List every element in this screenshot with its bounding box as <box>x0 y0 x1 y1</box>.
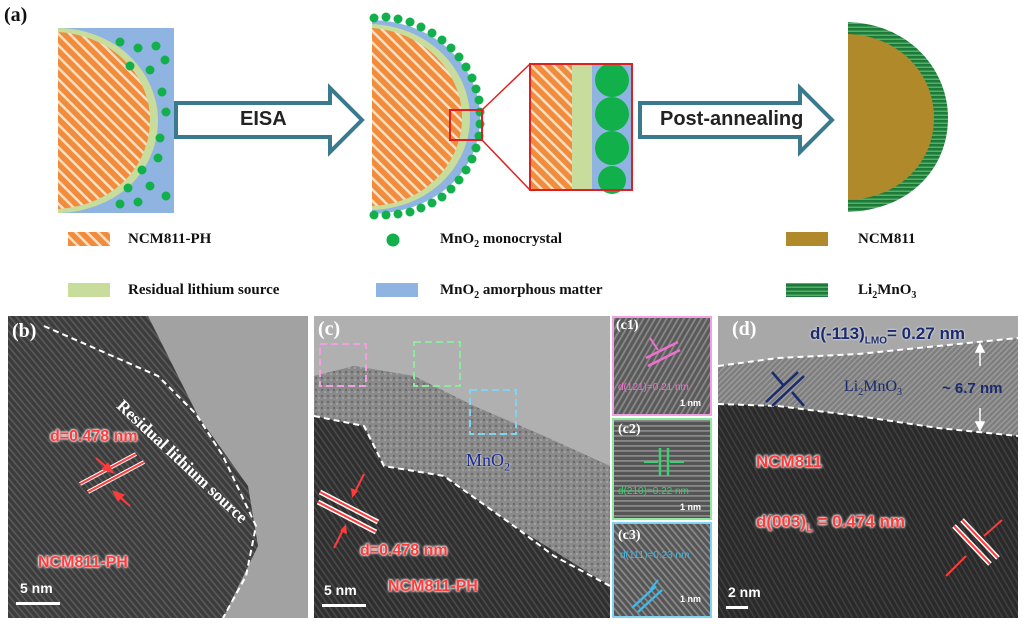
c3-region-box <box>469 389 517 435</box>
lattice-marker-lmo <box>765 371 805 407</box>
legend-residual-swatch <box>68 283 110 297</box>
tem-image-b <box>8 316 308 618</box>
pristine-particle <box>58 28 174 213</box>
inset-c1-image <box>614 318 710 414</box>
c1-label: (c1) <box>616 318 639 333</box>
panel-c-label: (c) <box>318 318 341 340</box>
inset-c2: (c2) d(210)=0.22 nm 1 nm <box>612 418 712 520</box>
material-c: NCM811-PH <box>388 578 478 595</box>
mno2-label-c: MnO2 <box>466 450 511 474</box>
legend-amorphous-label: MnO2 amorphous matter <box>440 282 603 301</box>
scale-bar-c <box>322 604 366 607</box>
li2mno3-label-d: Li2MnO3 <box>844 378 902 399</box>
post-annealing-arrow <box>638 83 835 157</box>
zoom-line-bottom <box>481 139 531 191</box>
tem-panel-b: (b) Residual lithium source d=0.478 nm N… <box>8 316 308 618</box>
final-particle <box>848 22 948 212</box>
c3-d-spacing: d(111)=0.23 nm <box>620 550 690 561</box>
material-b: NCM811-PH <box>38 554 128 571</box>
d-lmo-label: d(-113)LMO= 0.27 nm <box>810 324 965 347</box>
inset-c2-image <box>614 420 710 518</box>
inset-c3-image <box>614 524 710 616</box>
ncm811-label-d: NCM811 <box>756 452 823 471</box>
thickness-arrows <box>974 342 986 432</box>
c3-label: (c3) <box>618 528 641 543</box>
scale-text-d: 2 nm <box>728 584 761 600</box>
lattice-marker-b <box>79 452 145 507</box>
c1-region-box <box>319 343 367 387</box>
legend-mono-swatch <box>386 233 400 247</box>
scale-bar-d <box>726 606 748 609</box>
tem-image-c <box>314 316 610 618</box>
schematic-panel-a <box>58 12 948 297</box>
scale-bar-b <box>16 602 60 605</box>
legend-ncm811-swatch <box>786 232 828 246</box>
legend-amorphous-swatch <box>376 283 418 297</box>
coated-particle <box>369 12 485 220</box>
c2-label: (c2) <box>618 422 641 437</box>
scale-text-c: 5 nm <box>324 582 357 598</box>
d003-label: d(003)L = 0.474 nm <box>756 512 905 535</box>
post-annealing-label: Post-annealing <box>660 108 804 130</box>
thickness-label: ~ 6.7 nm <box>942 380 1003 397</box>
d-spacing-c: d=0.478 nm <box>360 542 448 559</box>
lattice-marker-ncm811 <box>945 518 1003 577</box>
c2-d-spacing: d(210)=0.22 nm <box>618 486 689 497</box>
eisa-label: EISA <box>240 108 287 130</box>
zoom-inset <box>529 63 633 194</box>
lattice-marker-c <box>316 473 380 549</box>
c1-scale: 1 nm <box>680 398 702 408</box>
inset-c1: (c1) d(121)=0.21 nm 1 nm <box>612 316 712 416</box>
c2-region-box <box>413 341 461 387</box>
legend-li2mno3-swatch <box>786 283 828 297</box>
c1-d-spacing: d(121)=0.21 nm <box>618 382 689 393</box>
panel-d-label: (d) <box>732 318 757 340</box>
tem-image-d <box>718 316 1018 618</box>
legend-residual-label: Residual lithium source <box>128 282 280 298</box>
zoom-line-top <box>481 63 531 111</box>
c2-scale: 1 nm <box>680 502 702 512</box>
tem-panel-d: (d) d(-113)LMO= 0.27 nm Li2MnO3 ~ 6.7 nm… <box>718 316 1018 618</box>
legend-ncm811ph-swatch <box>68 232 110 246</box>
inset-c3: (c3) d(111)=0.23 nm 1 nm <box>612 522 712 618</box>
scale-text-b: 5 nm <box>20 580 53 596</box>
legend-mono-label: MnO2 monocrystal <box>440 231 563 250</box>
d-spacing-b: d=0.478 nm <box>50 428 138 445</box>
panel-a-label: (a) <box>4 4 28 26</box>
legend-ncm811-label: NCM811 <box>858 231 916 247</box>
eisa-arrow <box>174 83 365 157</box>
panel-b-label: (b) <box>12 320 37 342</box>
legend-ncm811ph-label: NCM811-PH <box>128 231 212 247</box>
tem-panel-c: (c) MnO2 d=0.478 nm NCM811-PH 5 nm <box>314 316 610 618</box>
c3-scale: 1 nm <box>680 594 702 604</box>
legend-li2mno3-label: Li2MnO3 <box>858 282 917 301</box>
